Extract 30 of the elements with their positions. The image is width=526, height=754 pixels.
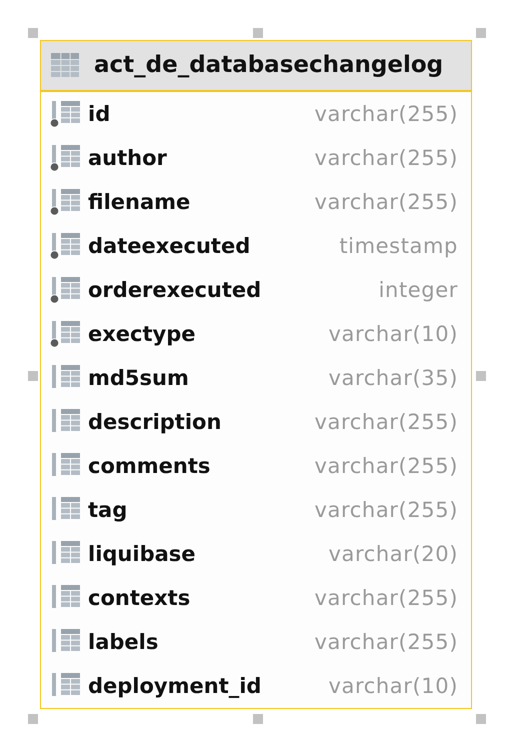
- column-name: deployment_id: [88, 673, 262, 699]
- column-name: id: [88, 101, 110, 127]
- column-name: labels: [88, 629, 158, 655]
- column-type: varchar(20): [328, 541, 458, 567]
- column-name: tag: [88, 497, 128, 523]
- column-name: dateexecuted: [88, 233, 250, 259]
- table-name: act_de_databasechangelog: [94, 51, 444, 79]
- column-type: varchar(255): [314, 497, 458, 523]
- column-type: varchar(255): [314, 585, 458, 611]
- table-card: [40, 40, 472, 709]
- column-name: orderexecuted: [88, 277, 262, 303]
- column-type: timestamp: [339, 233, 458, 259]
- column-type: varchar(255): [314, 453, 458, 479]
- column-type: integer: [378, 277, 458, 303]
- column-name: description: [88, 409, 222, 435]
- column-name: liquibase: [88, 541, 196, 567]
- column-name: md5sum: [88, 365, 189, 391]
- column-name: contexts: [88, 585, 190, 611]
- column-type: varchar(10): [328, 673, 458, 699]
- column-type: varchar(35): [328, 365, 458, 391]
- column-type: varchar(255): [314, 101, 458, 127]
- column-name: comments: [88, 453, 210, 479]
- column-name: author: [88, 145, 167, 171]
- column-name: exectype: [88, 321, 196, 347]
- column-type: varchar(255): [314, 629, 458, 655]
- column-type: varchar(255): [314, 409, 458, 435]
- column-type: varchar(10): [328, 321, 458, 347]
- column-type: varchar(255): [314, 145, 458, 171]
- column-name: filename: [88, 189, 190, 215]
- column-type: varchar(255): [314, 189, 458, 215]
